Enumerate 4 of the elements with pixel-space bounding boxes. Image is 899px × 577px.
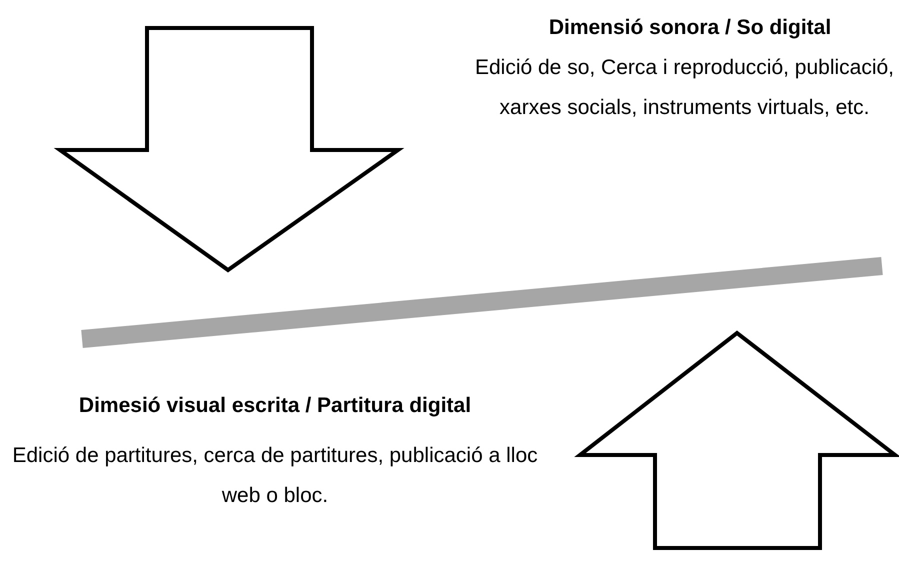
description: Edició de so, Cerca i reproducció, publicació, xarxes socials, instruments virtuals, etc. xyxy=(474,56,894,119)
heading: Dimensió sonora / So digital xyxy=(548,16,832,39)
heading: Dimesió visual escrita / Partitura digital xyxy=(78,394,472,417)
description: Edició de partitures, cerca de partitures, publicació a lloc web o bloc. xyxy=(12,444,538,507)
